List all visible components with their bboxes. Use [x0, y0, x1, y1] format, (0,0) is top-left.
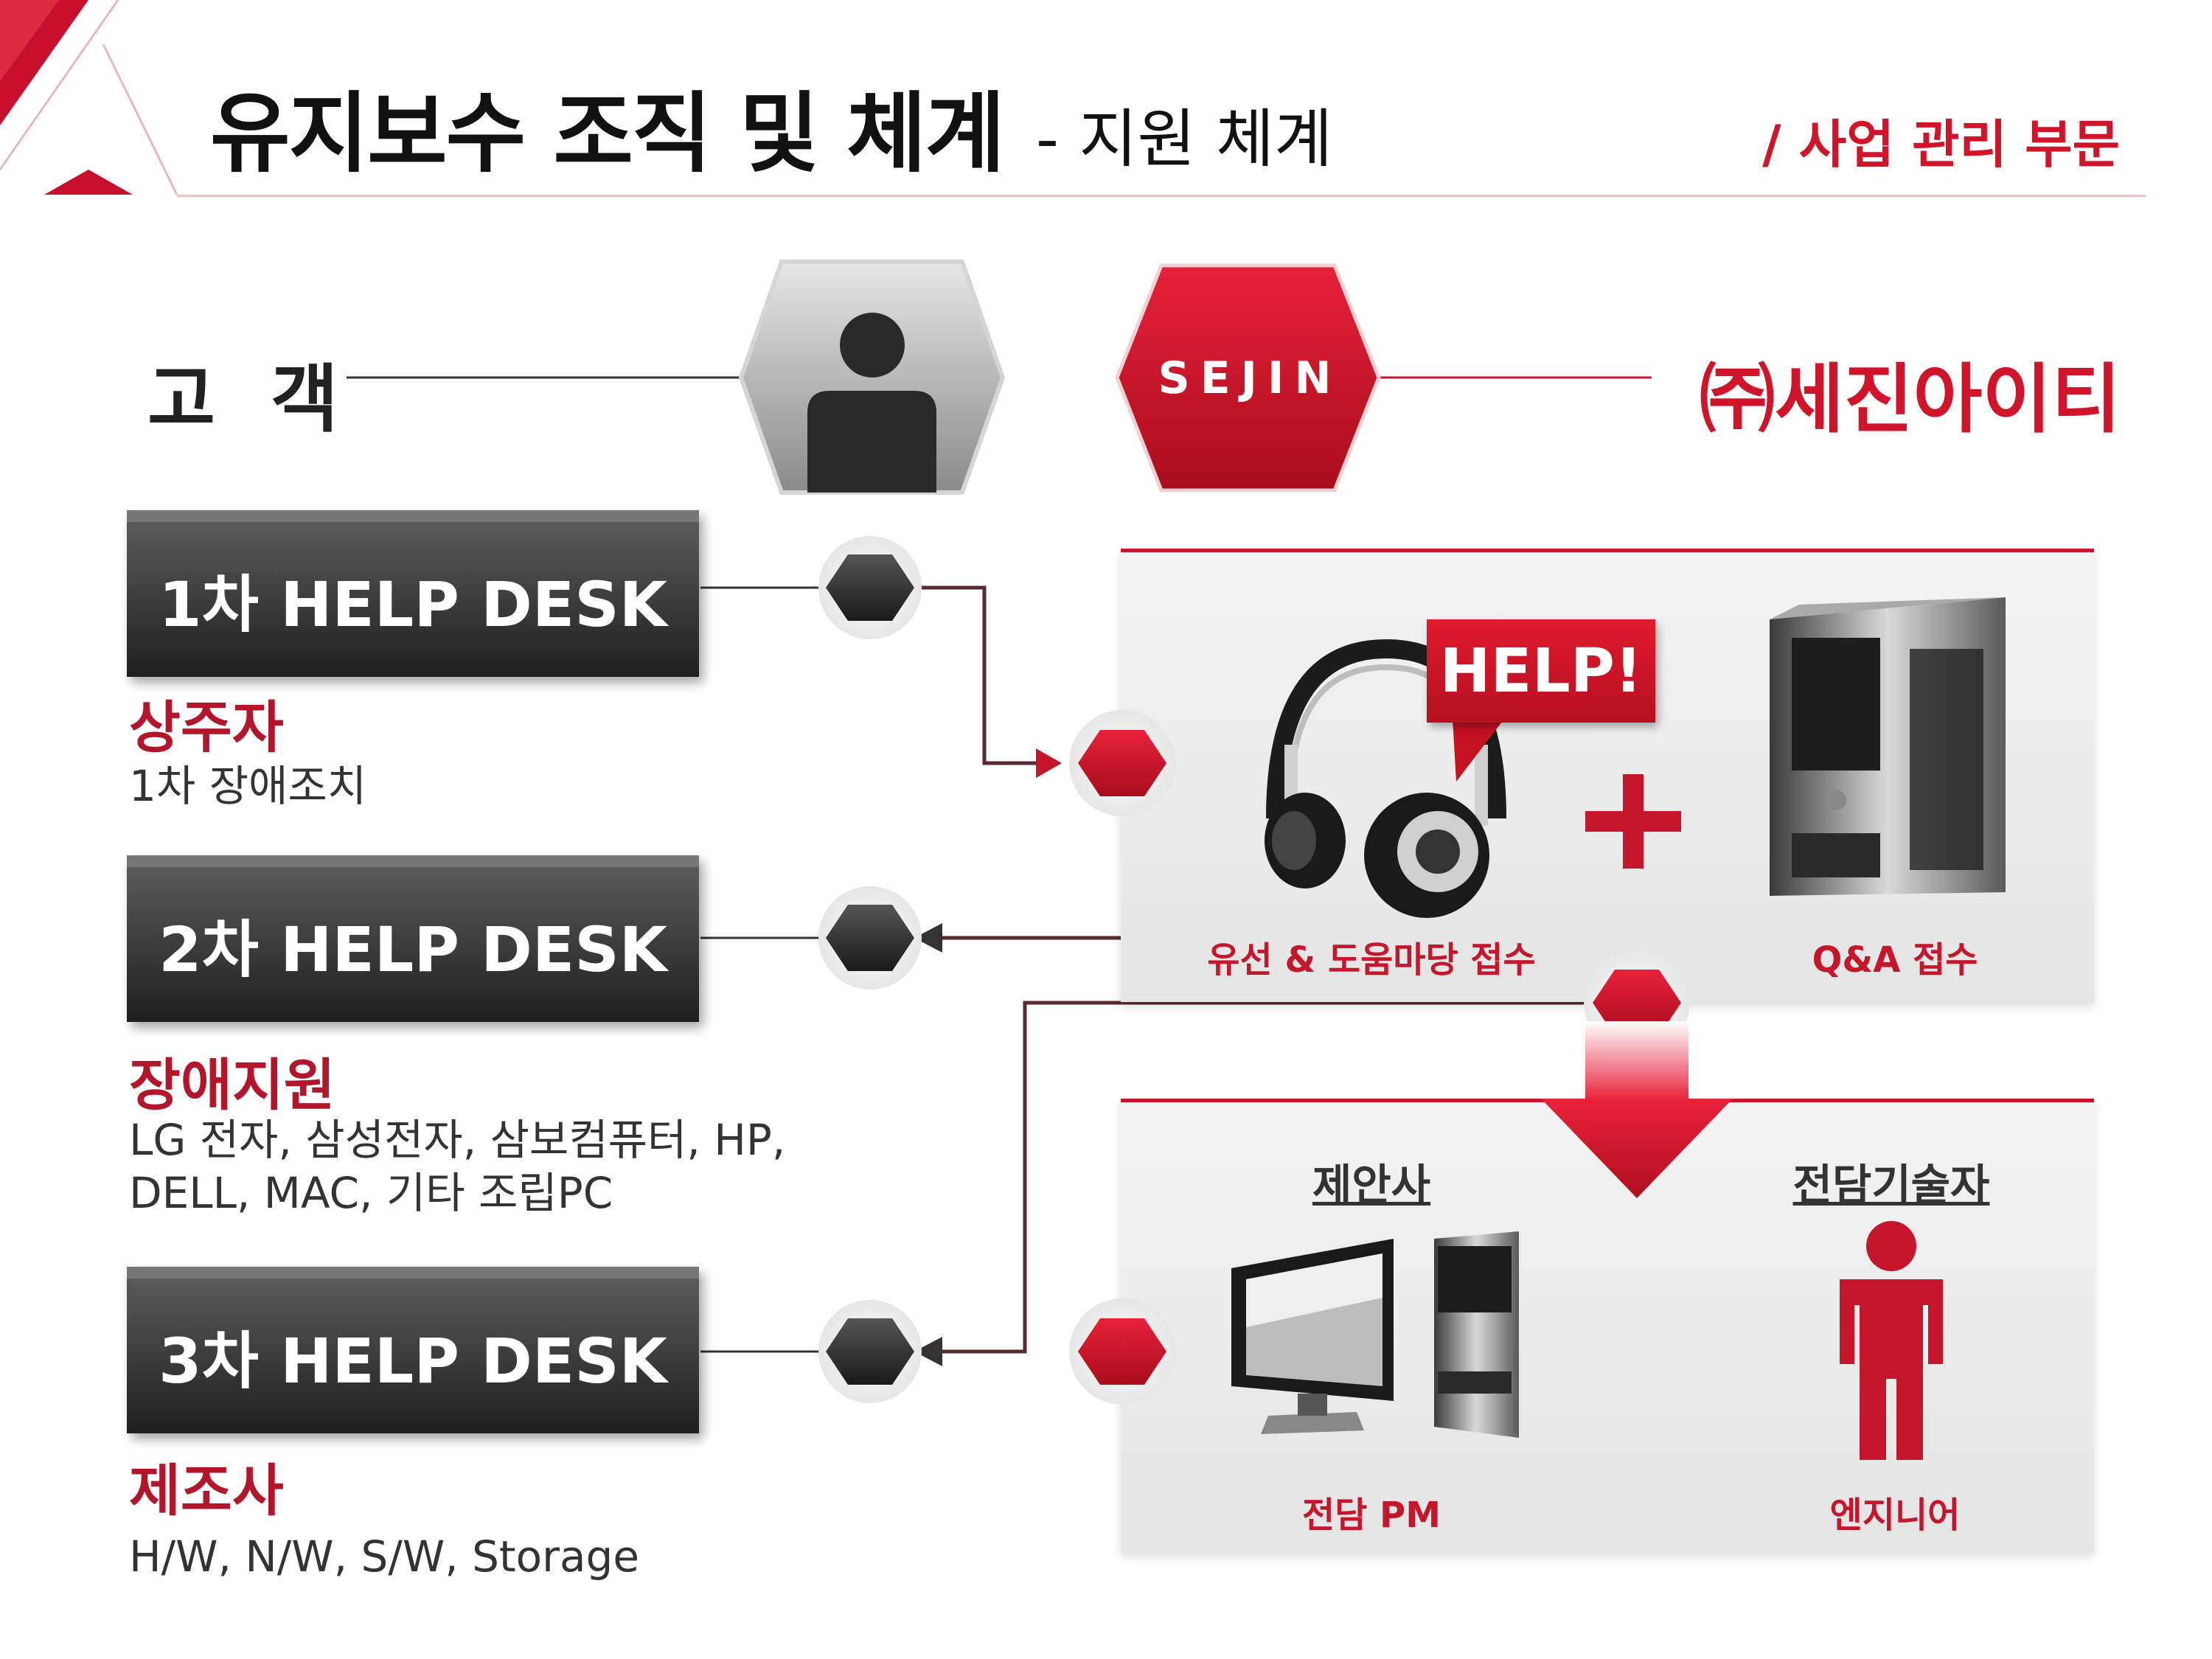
section-label: / 사업 관리 부문: [1762, 114, 2121, 175]
company-name: ㈜세진아이티: [1700, 356, 2121, 444]
desk-3-title: 제조사: [129, 1458, 284, 1523]
caption-phone-reception: 유선 & 도움마당 접수: [1207, 939, 1536, 981]
desk-2-desc-line1: LG 전자, 삼성전자, 삼보컴퓨터, HP,: [129, 1115, 786, 1165]
desk-3-desc: H/W, N/W, S/W, Storage: [129, 1531, 640, 1582]
desk-2-title: 장애지원: [129, 1052, 335, 1118]
plus-icon: [1585, 774, 1681, 869]
tower-pc-icon: [1770, 597, 2006, 896]
desktop-pc-icon: [1231, 1231, 1519, 1438]
caption-qa-reception: Q&A 접수: [1812, 939, 1978, 981]
caption-dedicated-pm: 전담 PM: [1302, 1495, 1441, 1536]
hexagon-node-icon: [818, 886, 922, 990]
company-logo-text: SEJIN: [1158, 352, 1342, 404]
person-icon: [807, 313, 936, 493]
caption-engineer: 엔지니어: [1829, 1495, 1961, 1536]
help-desk-2: 2차 HELP DESK: [127, 855, 699, 1022]
page-subtitle: - 지원 체계: [1036, 102, 1333, 176]
customer-hexagon: [738, 260, 1006, 495]
header-divider: [177, 195, 2146, 197]
desk-1-title: 상주자: [129, 695, 284, 760]
customer-label: 고 객: [147, 356, 353, 442]
desk-2-desc-line2: DELL, MAC, 기타 조립PC: [129, 1168, 613, 1218]
corner-decoration: [0, 0, 178, 195]
hexagon-node-icon: [818, 536, 922, 639]
page-title: 유지보수 조직 및 체계: [210, 83, 1005, 184]
hexagon-node-icon: [1069, 710, 1175, 816]
hexagon-node-icon: [1069, 1298, 1175, 1405]
help-bubble: HELP!: [1427, 619, 1655, 723]
help-desk-1: 1차 HELP DESK: [127, 510, 699, 677]
engineer-icon: [1840, 1221, 1943, 1460]
desk-1-desc: 1차 장애조치: [129, 761, 367, 811]
down-arrow-icon: [1541, 1021, 1733, 1198]
head-proposer: 제안사: [1312, 1160, 1431, 1210]
company-logo-hexagon: [1115, 263, 1381, 493]
hexagon-node-icon: [818, 1300, 922, 1403]
help-desk-3: 3차 HELP DESK: [127, 1267, 699, 1433]
head-dedicated-engineer: 전담기술자: [1792, 1160, 1990, 1210]
